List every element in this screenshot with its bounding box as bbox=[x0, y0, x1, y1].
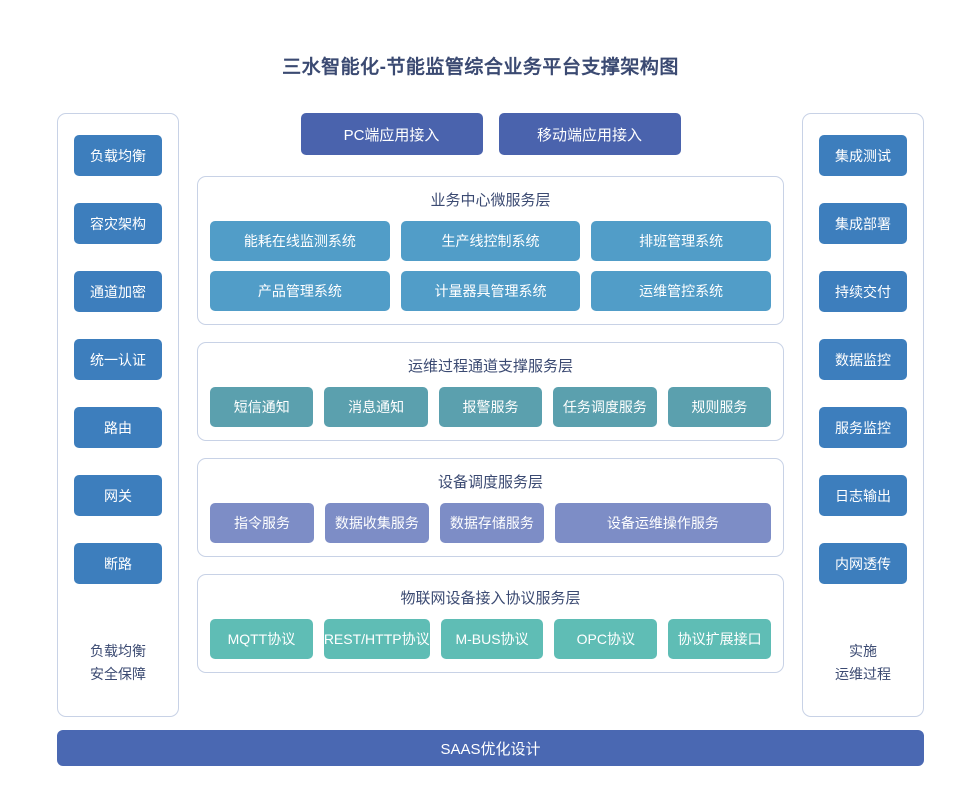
layer-device-scheduling-row-1: 指令服务 数据收集服务 数据存储服务 设备运维操作服务 bbox=[210, 503, 771, 543]
tile-sms-notification[interactable]: 短信通知 bbox=[210, 387, 314, 427]
layer-device-scheduling-title: 设备调度服务层 bbox=[437, 474, 543, 491]
right-rail-item-1[interactable]: 集成部署 bbox=[819, 203, 907, 244]
layer-device-scheduling: 设备调度服务层 指令服务 数据收集服务 数据存储服务 设备运维操作服务 bbox=[197, 458, 784, 557]
right-rail-footer-line-1: 实施 bbox=[849, 642, 877, 659]
right-rail-item-3[interactable]: 数据监控 bbox=[819, 339, 907, 380]
layer-iot-protocol: 物联网设备接入协议服务层 MQTT协议 REST/HTTP协议 M-BUS协议 … bbox=[197, 574, 784, 673]
tile-energy-monitoring[interactable]: 能耗在线监测系统 bbox=[210, 221, 390, 261]
layer-ops-channel-title: 运维过程通道支撑服务层 bbox=[407, 358, 573, 375]
layer-business-row-1: 能耗在线监测系统 生产线控制系统 排班管理系统 bbox=[210, 221, 772, 261]
tile-product-management[interactable]: 产品管理系统 bbox=[210, 271, 390, 311]
tile-om-control[interactable]: 运维管控系统 bbox=[591, 271, 772, 311]
left-rail-item-3[interactable]: 统一认证 bbox=[74, 339, 162, 380]
layer-iot-protocol-row-1: MQTT协议 REST/HTTP协议 M-BUS协议 OPC协议 协议扩展接口 bbox=[210, 619, 772, 659]
access-button-row: PC端应用接入 移动端应用接入 bbox=[197, 113, 784, 155]
right-rail-footer: 实施 运维过程 bbox=[835, 640, 891, 702]
right-rail-item-5[interactable]: 日志输出 bbox=[819, 475, 907, 516]
diagram-body: 负载均衡 容灾架构 通道加密 统一认证 路由 网关 断路 负载均衡 安全保障 P… bbox=[57, 113, 924, 717]
layer-business-title: 业务中心微服务层 bbox=[430, 192, 551, 209]
left-rail-item-4[interactable]: 路由 bbox=[74, 407, 162, 448]
tile-data-storage-service[interactable]: 数据存储服务 bbox=[439, 503, 544, 543]
right-rail-item-6[interactable]: 内网透传 bbox=[819, 543, 907, 584]
layer-business: 业务中心微服务层 能耗在线监测系统 生产线控制系统 排班管理系统 产品管理系统 … bbox=[197, 176, 784, 325]
layer-ops-channel: 运维过程通道支撑服务层 短信通知 消息通知 报警服务 任务调度服务 规则服务 bbox=[197, 342, 784, 441]
access-button-pc[interactable]: PC端应用接入 bbox=[300, 113, 483, 155]
tile-mqtt-protocol[interactable]: MQTT协议 bbox=[210, 619, 313, 659]
tile-data-collection-service[interactable]: 数据收集服务 bbox=[324, 503, 429, 543]
left-rail-item-0[interactable]: 负载均衡 bbox=[74, 135, 162, 176]
tile-message-notification[interactable]: 消息通知 bbox=[324, 387, 428, 427]
left-rail-item-1[interactable]: 容灾架构 bbox=[74, 203, 162, 244]
left-rail-item-6[interactable]: 断路 bbox=[74, 543, 162, 584]
layer-iot-protocol-title: 物联网设备接入协议服务层 bbox=[400, 590, 581, 607]
right-rail-item-4[interactable]: 服务监控 bbox=[819, 407, 907, 448]
tile-production-line-control[interactable]: 生产线控制系统 bbox=[400, 221, 581, 261]
tile-command-service[interactable]: 指令服务 bbox=[210, 503, 314, 543]
left-rail-item-5[interactable]: 网关 bbox=[74, 475, 162, 516]
tile-rule-service[interactable]: 规则服务 bbox=[667, 387, 772, 427]
layer-ops-channel-row-1: 短信通知 消息通知 报警服务 任务调度服务 规则服务 bbox=[210, 387, 772, 427]
left-rail-footer-line-1: 负载均衡 bbox=[90, 642, 146, 659]
right-rail-footer-line-2: 运维过程 bbox=[835, 665, 891, 682]
right-rail: 集成测试 集成部署 持续交付 数据监控 服务监控 日志输出 内网透传 实施 运维… bbox=[802, 113, 924, 717]
tile-alarm-service[interactable]: 报警服务 bbox=[438, 387, 543, 427]
tile-metering-management[interactable]: 计量器具管理系统 bbox=[400, 271, 581, 311]
right-rail-item-0[interactable]: 集成测试 bbox=[819, 135, 907, 176]
left-rail-footer-line-2: 安全保障 bbox=[90, 665, 146, 682]
tile-protocol-extension-interface[interactable]: 协议扩展接口 bbox=[668, 619, 772, 659]
left-rail: 负载均衡 容灾架构 通道加密 统一认证 路由 网关 断路 负载均衡 安全保障 bbox=[57, 113, 179, 717]
left-rail-item-2[interactable]: 通道加密 bbox=[74, 271, 162, 312]
tile-device-om-operation-service[interactable]: 设备运维操作服务 bbox=[554, 503, 771, 543]
tile-task-scheduling-service[interactable]: 任务调度服务 bbox=[553, 387, 657, 427]
right-rail-item-2[interactable]: 持续交付 bbox=[819, 271, 907, 312]
page-title: 三水智能化-节能监管综合业务平台支撑架构图 bbox=[282, 57, 679, 78]
left-rail-footer: 负载均衡 安全保障 bbox=[90, 640, 146, 702]
tile-mbus-protocol[interactable]: M-BUS协议 bbox=[440, 619, 544, 659]
tile-rest-http-protocol[interactable]: REST/HTTP协议 bbox=[323, 619, 430, 659]
access-button-mobile[interactable]: 移动端应用接入 bbox=[498, 113, 681, 155]
center-column: PC端应用接入 移动端应用接入 业务中心微服务层 能耗在线监测系统 生产线控制系… bbox=[197, 113, 784, 717]
layer-business-row-2: 产品管理系统 计量器具管理系统 运维管控系统 bbox=[210, 271, 772, 311]
tile-shift-management[interactable]: 排班管理系统 bbox=[591, 221, 772, 261]
bottom-bar-saas[interactable]: SAAS优化设计 bbox=[57, 730, 924, 766]
tile-opc-protocol[interactable]: OPC协议 bbox=[554, 619, 658, 659]
